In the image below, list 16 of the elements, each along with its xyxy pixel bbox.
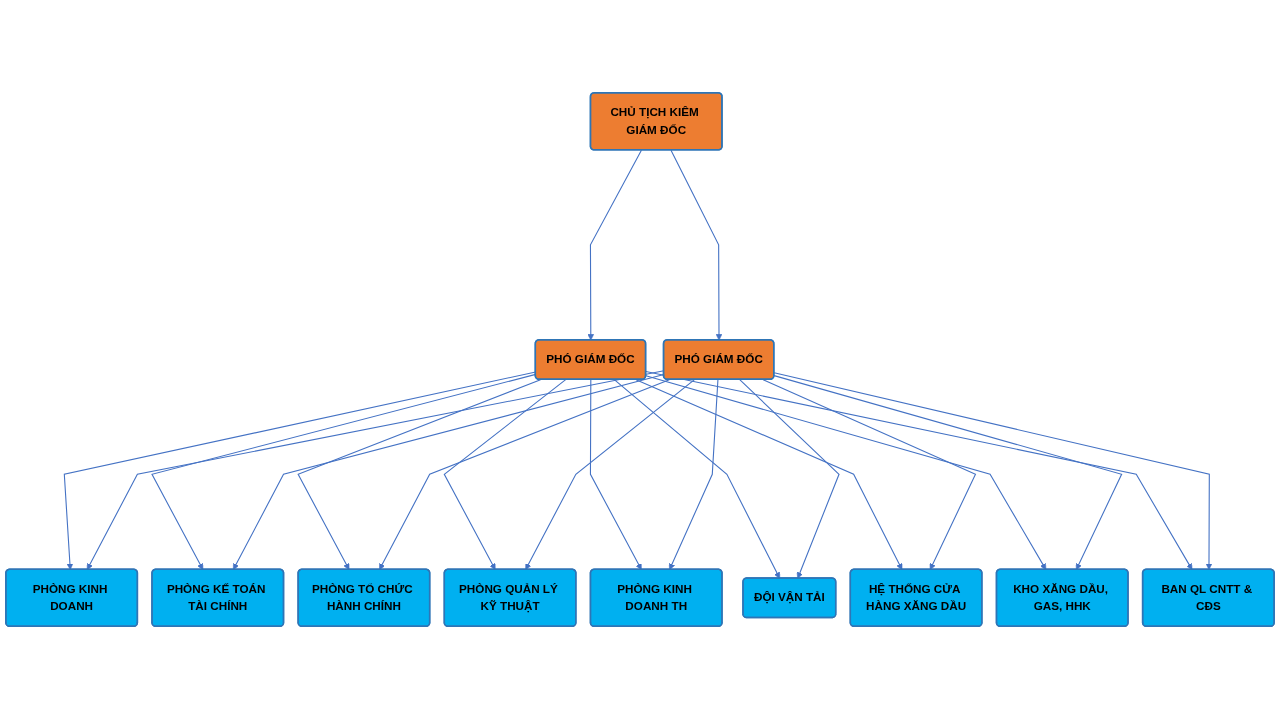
arrow: [739, 379, 840, 580]
arrow: [443, 379, 567, 571]
arrow: [762, 379, 977, 571]
arrow: [379, 379, 670, 571]
arrow: [525, 379, 695, 571]
arrow: [613, 379, 780, 580]
arrow: [297, 379, 542, 571]
arrow: [670, 150, 723, 341]
arrow: [773, 372, 1213, 571]
arrow: [773, 375, 1123, 571]
arrow: [645, 371, 1193, 571]
arrow: [645, 375, 1047, 571]
arrow: [635, 379, 903, 571]
arrow: [668, 379, 719, 571]
arrow: [589, 379, 642, 571]
arrow: [587, 150, 642, 341]
